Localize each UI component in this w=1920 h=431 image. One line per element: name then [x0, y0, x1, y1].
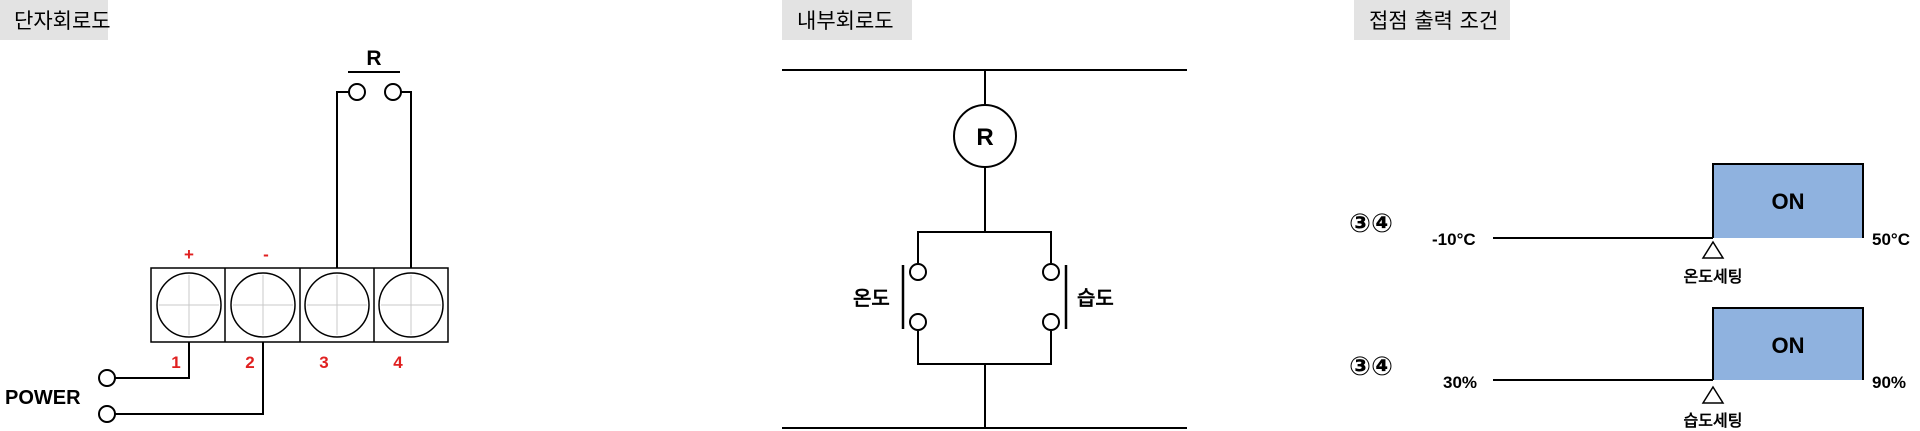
condition-max-label: 90%	[1872, 373, 1906, 392]
terminal-number-4: 4	[393, 353, 403, 372]
relay-label: R	[366, 47, 381, 70]
switch-bottom-bus	[917, 331, 1052, 365]
power-label: POWER	[5, 387, 81, 409]
temp-switch-label: 온도	[853, 286, 890, 310]
setting-label: 온도세팅	[1684, 267, 1743, 286]
setting-pointer-icon	[1701, 240, 1725, 259]
condition-terminals: ③④	[1349, 209, 1393, 239]
internal-diagram: R 온도 습도	[782, 69, 1187, 429]
title-contact-text: 접점 출력 조건	[1369, 9, 1498, 33]
power-wire-positive	[115, 342, 190, 379]
power-wire-negative	[115, 342, 264, 415]
terminal-number-1: 1	[171, 353, 180, 372]
humid-switch-contact-bottom	[1042, 313, 1060, 331]
switch-top-bus	[917, 231, 1052, 263]
condition-row-temperature: ③④ -10°C ON 50°C 온도세팅	[1349, 163, 1910, 286]
condition-max-label: 50°C	[1872, 230, 1910, 249]
plus-mark: +	[184, 245, 194, 264]
on-region	[1713, 308, 1863, 380]
relay-coil-label: R	[976, 124, 993, 151]
title-tab-bg	[782, 0, 912, 40]
on-region-outline	[1712, 307, 1864, 380]
condition-min-label: -10°C	[1432, 230, 1476, 249]
screw-head	[230, 272, 296, 338]
on-label: ON	[1772, 189, 1805, 214]
humid-switch-contact-top	[1042, 263, 1060, 281]
screw-head	[304, 272, 370, 338]
condition-terminals: ③④	[1349, 352, 1393, 382]
wire-terminal-4	[401, 91, 412, 268]
setting-pointer-icon	[1701, 385, 1725, 404]
section-title-contact: 접점 출력 조건	[1354, 0, 1510, 40]
section-title-internal: 내부회로도	[782, 0, 912, 40]
screw-terminal-4	[378, 272, 444, 338]
screw-terminal-3	[304, 272, 370, 338]
on-region	[1713, 164, 1863, 238]
screw-head	[156, 272, 222, 338]
terminal-number-2: 2	[245, 353, 254, 372]
title-terminal-text: 단자회로도	[14, 9, 111, 33]
title-tab-bg	[0, 0, 108, 40]
humid-switch-label: 습도	[1077, 286, 1114, 310]
power-terminal-positive	[98, 369, 116, 387]
terminal-diagram: R +	[5, 47, 449, 423]
condition-row-humidity: ③④ 30% ON 90% 습도세팅	[1349, 307, 1906, 430]
temp-switch-contact-bottom	[909, 313, 927, 331]
section-title-terminal: 단자회로도	[0, 0, 111, 40]
relay-contact-left	[348, 83, 366, 101]
on-region-outline	[1712, 163, 1864, 238]
setting-label: 습도세팅	[1684, 411, 1743, 430]
power-terminal-negative	[98, 405, 116, 423]
condition-min-label: 30%	[1443, 373, 1477, 392]
screw-terminal-2	[230, 272, 296, 338]
title-internal-text: 내부회로도	[797, 9, 894, 33]
relay-contact-right	[384, 83, 402, 101]
terminal-number-3: 3	[319, 353, 328, 372]
screw-terminal-1	[156, 272, 222, 338]
screw-head	[378, 272, 444, 338]
minus-mark: -	[263, 245, 269, 264]
wire-terminal-3	[336, 91, 349, 268]
on-label: ON	[1772, 333, 1805, 358]
title-tab-bg	[1354, 0, 1510, 40]
temp-switch-contact-top	[909, 263, 927, 281]
